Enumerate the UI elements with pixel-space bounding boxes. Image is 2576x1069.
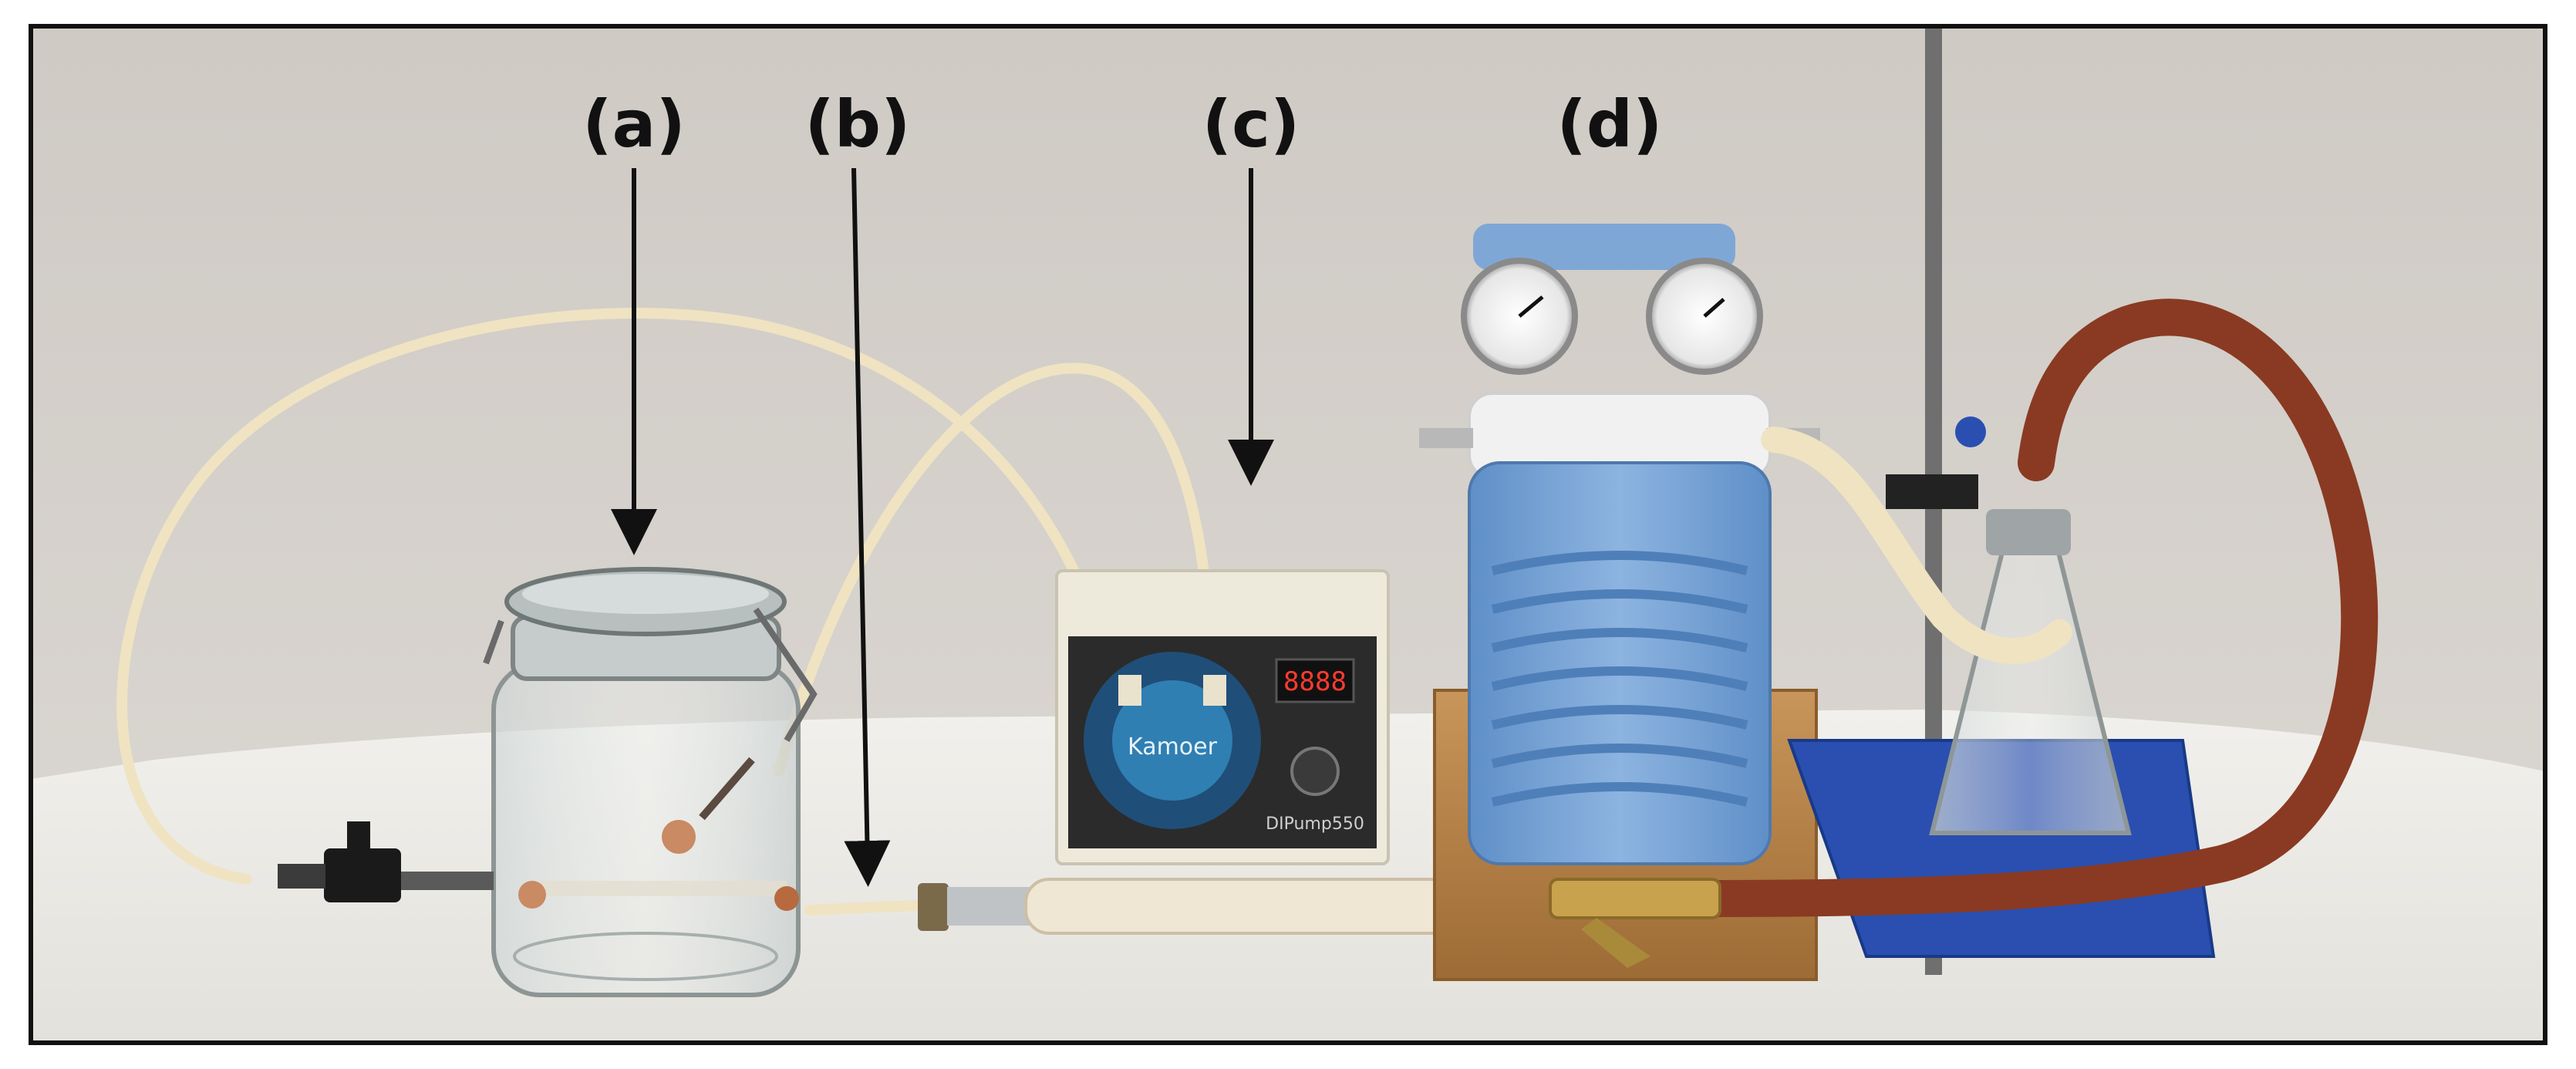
hose-fitting	[918, 878, 1521, 935]
peristaltic-pump: Kamoer 8888 DIPump550	[1055, 569, 1390, 865]
label-a: (a)	[582, 86, 685, 162]
annotation-arrows	[611, 167, 1274, 887]
label-c: (c)	[1202, 86, 1300, 162]
inlet-valve	[278, 821, 494, 902]
pump-display: 8888	[1283, 666, 1347, 697]
vacuum-pump	[1419, 224, 1820, 865]
vacuum-tubing	[1761, 427, 2072, 664]
label-d: (d)	[1557, 86, 1663, 162]
rubber-hose	[1690, 298, 2379, 917]
arrow-down-icon	[844, 167, 891, 887]
pump-knob	[1290, 747, 1340, 796]
pump-brand-label: Kamoer	[1128, 733, 1218, 760]
brass-valve	[1549, 878, 1721, 968]
glass-jar	[483, 567, 818, 997]
photo-frame	[29, 24, 2547, 1045]
label-b: (b)	[805, 86, 911, 162]
pump-model-label: DIPump550	[1266, 814, 1364, 834]
